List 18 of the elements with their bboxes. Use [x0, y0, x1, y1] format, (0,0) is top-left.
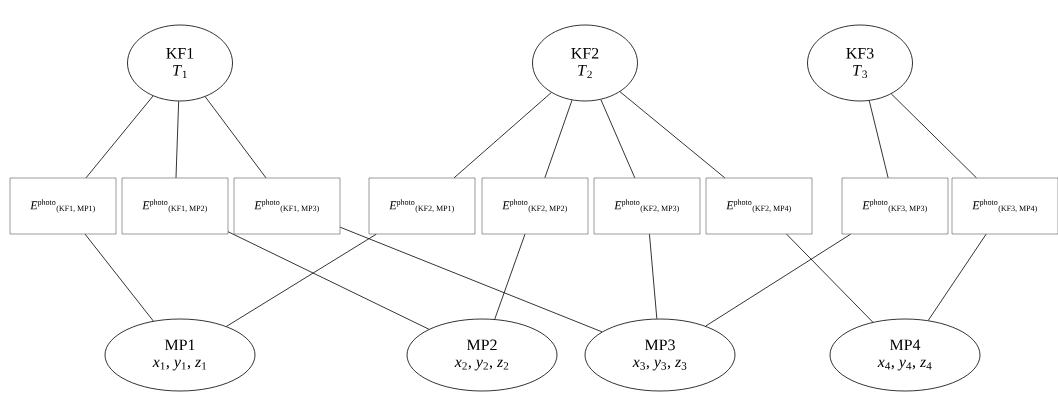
connector-line	[786, 233, 874, 323]
connector-line	[705, 233, 851, 327]
connector-line	[649, 233, 658, 320]
connector-line	[868, 100, 889, 179]
connector-line	[227, 231, 430, 330]
connector-line	[619, 91, 726, 179]
connector-line	[494, 233, 526, 320]
connector-line	[453, 92, 552, 179]
connector-line	[175, 101, 180, 179]
connector-line	[927, 233, 987, 321]
connector-line	[226, 233, 377, 327]
connector-line	[204, 96, 267, 179]
connector-line	[600, 99, 636, 179]
connector-line	[544, 99, 573, 179]
connector-line	[890, 93, 977, 179]
connector-line	[84, 233, 154, 322]
connector-line	[85, 95, 154, 179]
connector-line	[339, 226, 603, 333]
